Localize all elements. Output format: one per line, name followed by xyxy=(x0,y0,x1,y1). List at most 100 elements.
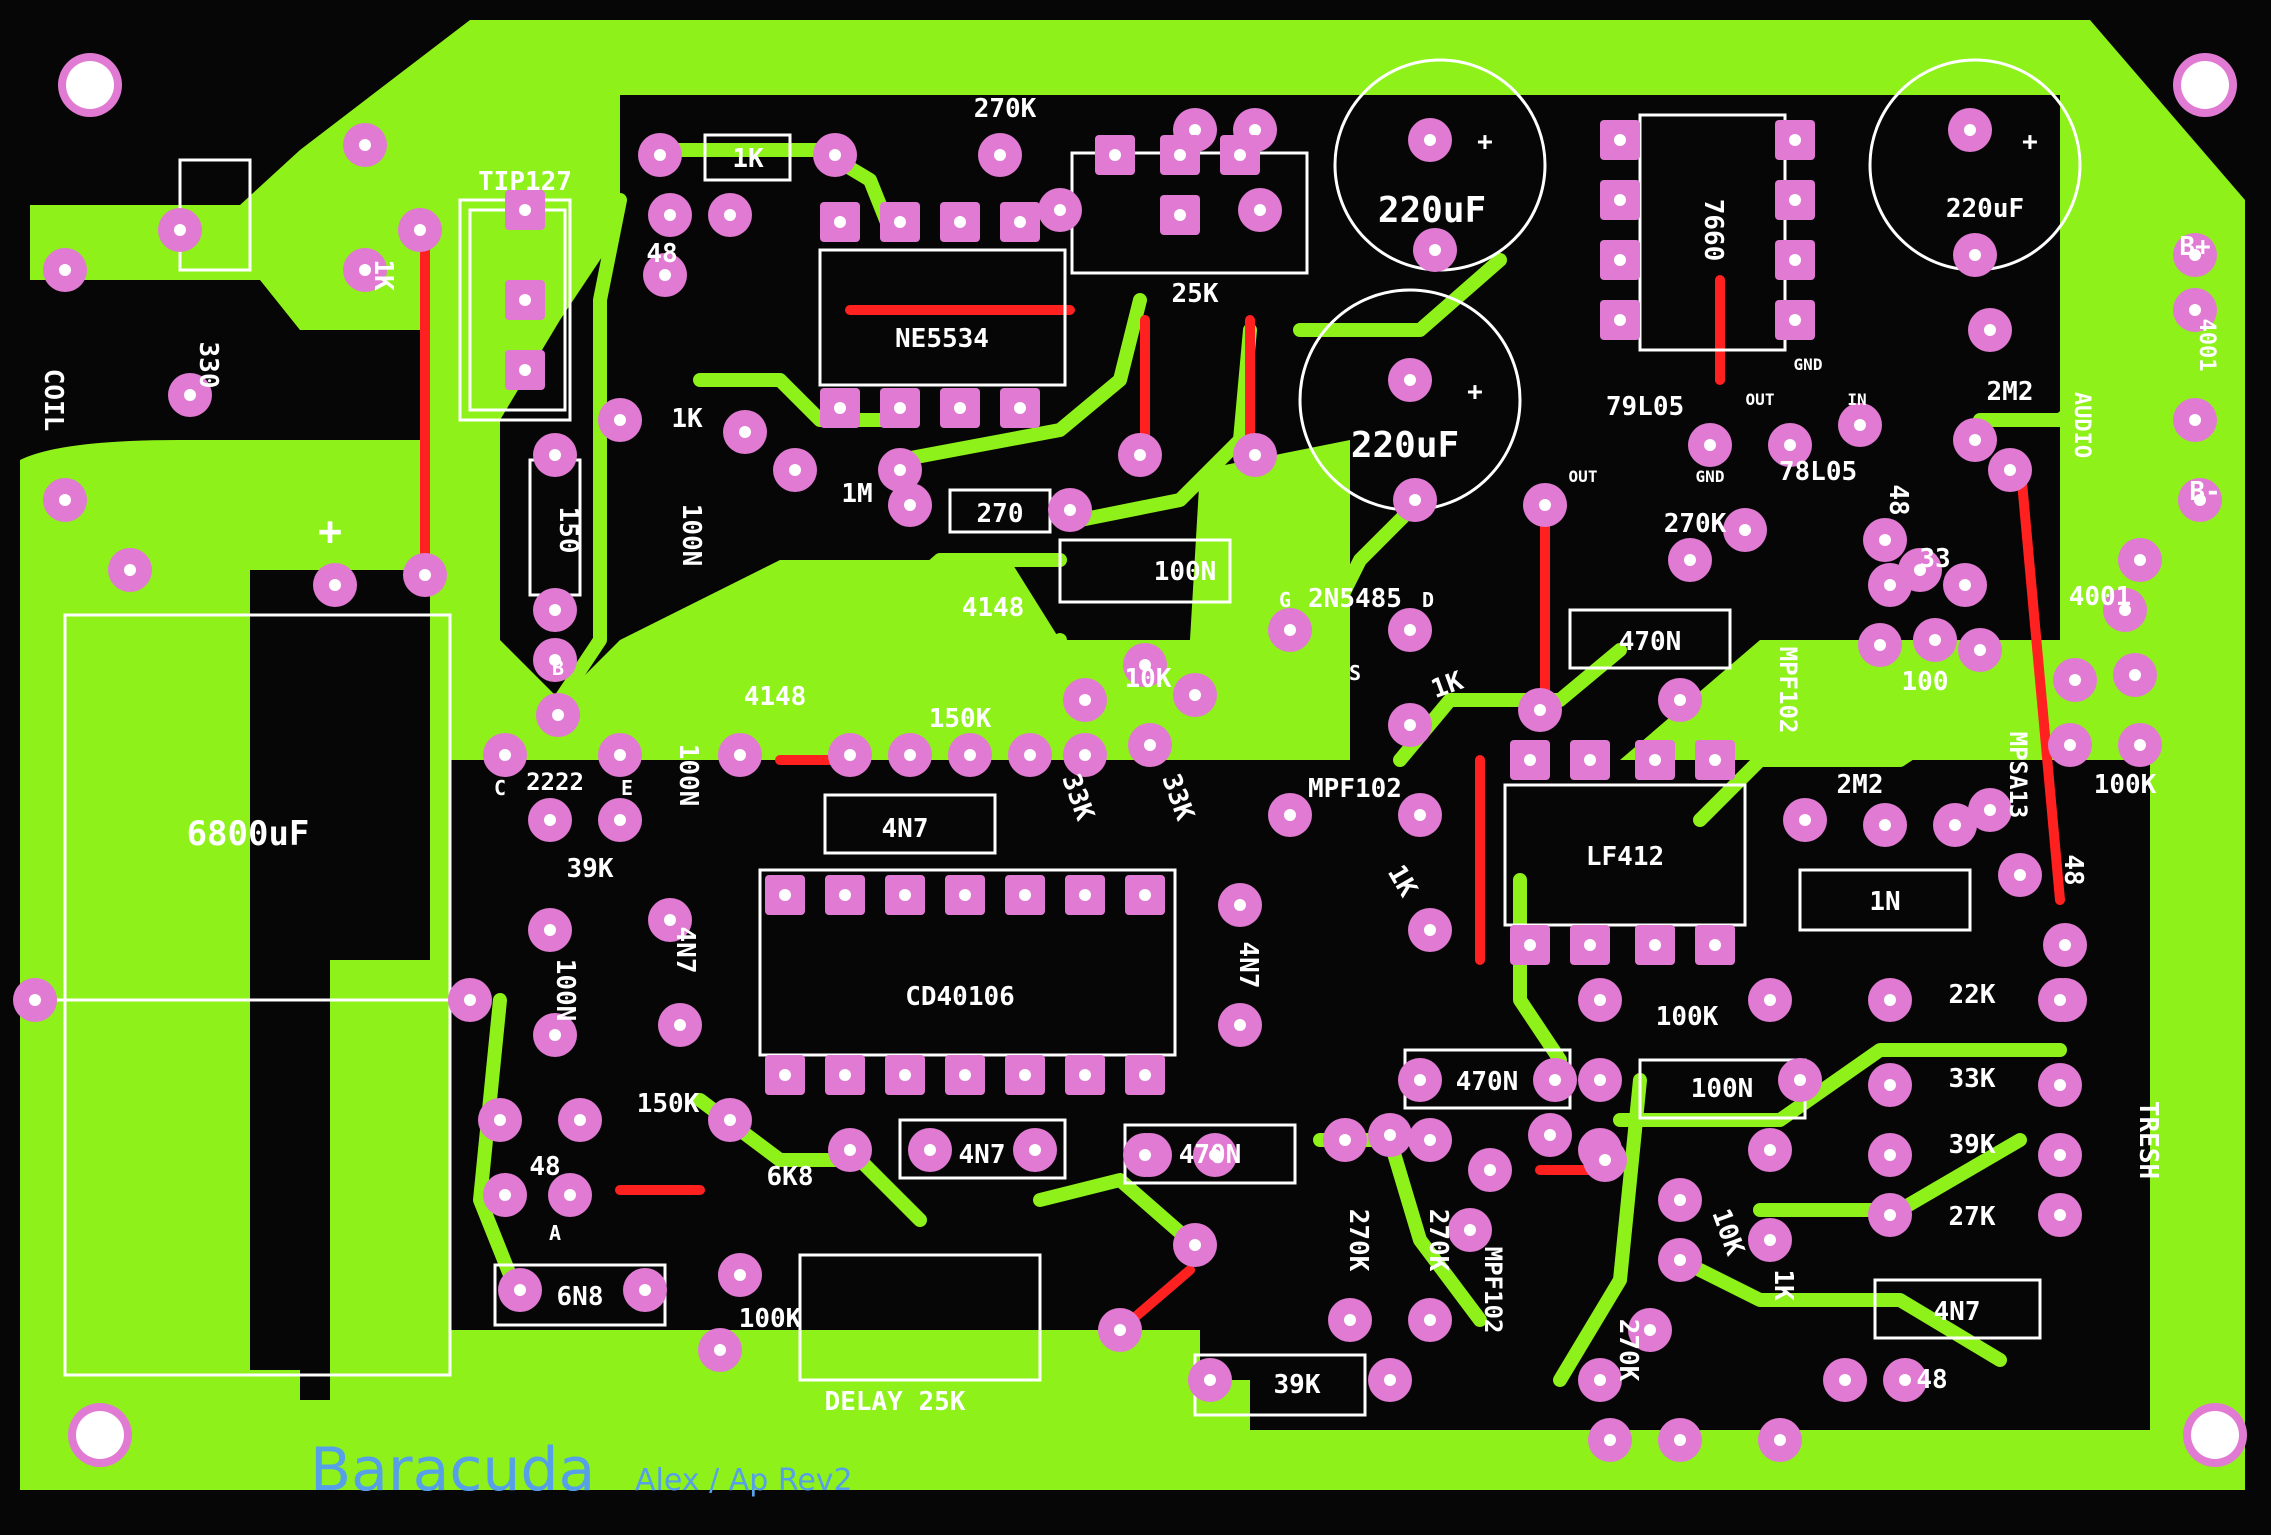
pad-hole xyxy=(1134,449,1146,461)
pad-hole xyxy=(549,449,561,461)
pin-plus-c1: + xyxy=(1477,127,1493,157)
label-r270k-b3: 270K xyxy=(1613,1319,1643,1382)
pad-hole xyxy=(1884,579,1896,591)
pad-hole xyxy=(1139,889,1151,901)
pad-hole xyxy=(1534,704,1546,716)
pad-hole xyxy=(2014,869,2026,881)
pad-hole xyxy=(1949,819,1961,831)
pad-hole xyxy=(1974,644,1986,656)
pad-hole xyxy=(954,216,966,228)
pad-hole xyxy=(1254,204,1266,216)
label-c470n-1: 470N xyxy=(1619,627,1682,657)
label-r270k-mid: 270K xyxy=(1664,509,1727,539)
label-c220uf-2: 220uF xyxy=(1351,425,1459,466)
pad-hole xyxy=(1429,244,1441,256)
pad-hole xyxy=(1189,689,1201,701)
pad-hole xyxy=(639,1284,651,1296)
pad-hole xyxy=(1079,1069,1091,1081)
pad-hole xyxy=(959,1069,971,1081)
pad-hole xyxy=(1709,754,1721,766)
pad-hole xyxy=(1684,554,1696,566)
pad-hole xyxy=(1884,994,1896,1006)
pad-hole xyxy=(2129,669,2141,681)
pad-hole xyxy=(549,1029,561,1041)
pad-hole xyxy=(839,889,851,901)
pad-hole xyxy=(549,654,561,666)
pad-hole xyxy=(614,814,626,826)
label-r39k-3: 39K xyxy=(1274,1370,1321,1400)
pin-b: B xyxy=(552,656,564,680)
pin-gnd-78: GND xyxy=(1794,355,1823,374)
label-d4001-top: 4001 xyxy=(2194,319,2219,372)
pad-hole xyxy=(1234,899,1246,911)
pad-hole xyxy=(894,464,906,476)
label-q48-bot: 48 xyxy=(529,1152,560,1182)
pad-hole xyxy=(414,224,426,236)
label-c4n7-1: 4N7 xyxy=(882,814,929,844)
pad-hole xyxy=(1704,439,1716,451)
pad-hole xyxy=(1404,719,1416,731)
label-c220uf-1: 220uF xyxy=(1378,190,1486,231)
pin-g: G xyxy=(1279,588,1291,612)
pad-hole xyxy=(1984,804,1996,816)
pad-hole xyxy=(1189,124,1201,136)
pad-hole xyxy=(904,749,916,761)
label-reg79l05: 79L05 xyxy=(1606,392,1684,422)
pad-hole xyxy=(1484,1164,1496,1176)
pad-hole xyxy=(2134,739,2146,751)
pad-hole xyxy=(1739,524,1751,536)
pad-hole xyxy=(1594,1074,1606,1086)
pad-hole xyxy=(1799,814,1811,826)
label-d4001-mid: 4001 xyxy=(2069,582,2132,612)
pad-hole xyxy=(1024,749,1036,761)
pad-hole xyxy=(964,749,976,761)
label-r330: 330 xyxy=(193,342,223,389)
pad-hole xyxy=(1139,659,1151,671)
label-r270k-top: 270K xyxy=(974,94,1037,124)
label-jmpf102-m: MPF102 xyxy=(1308,774,1402,804)
pad-hole xyxy=(1594,994,1606,1006)
pad-hole xyxy=(1344,1314,1356,1326)
pad-hole xyxy=(1409,494,1421,506)
pad-hole xyxy=(789,464,801,476)
pad-hole xyxy=(1539,499,1551,511)
pad-hole xyxy=(1594,1374,1606,1386)
pad-hole xyxy=(1414,809,1426,821)
label-ic7660: 7660 xyxy=(1698,199,1728,262)
pad-hole xyxy=(1584,939,1596,951)
pad-hole xyxy=(664,914,676,926)
pad-hole xyxy=(1604,1434,1616,1446)
pad-hole xyxy=(2054,1079,2066,1091)
pad-hole xyxy=(1649,754,1661,766)
label-r10k: 10K xyxy=(1125,664,1172,694)
pad-hole xyxy=(1464,1224,1476,1236)
pad-hole xyxy=(1404,374,1416,386)
pad-hole xyxy=(1884,1209,1896,1221)
pad-hole xyxy=(519,364,531,376)
label-tresh: TRESH xyxy=(2133,1101,2163,1179)
pad-hole xyxy=(174,224,186,236)
pad-hole xyxy=(899,889,911,901)
pad-hole xyxy=(739,426,751,438)
label-q2222: 2222 xyxy=(526,768,584,796)
pad-hole xyxy=(1384,1374,1396,1386)
label-c1n: 1N xyxy=(1869,887,1900,917)
pad-hole xyxy=(1029,1144,1041,1156)
label-r33: 33 xyxy=(1919,544,1950,574)
pad-hole xyxy=(1614,314,1626,326)
pad-hole xyxy=(2119,604,2131,616)
pad-hole xyxy=(894,216,906,228)
label-r39k-2: 39K xyxy=(1949,1130,1996,1160)
pad-hole xyxy=(1959,579,1971,591)
label-r27k: 27K xyxy=(1949,1202,1996,1232)
pad-hole xyxy=(959,889,971,901)
pad-hole xyxy=(734,749,746,761)
label-r1k-top: 1K xyxy=(732,144,764,174)
pad-hole xyxy=(834,402,846,414)
label-r270k-b1: 270K xyxy=(1343,1209,1373,1272)
pad-hole xyxy=(1424,1314,1436,1326)
label-cd40106: CD40106 xyxy=(905,982,1015,1012)
pad-hole xyxy=(1424,1134,1436,1146)
pad-hole xyxy=(1984,324,1996,336)
